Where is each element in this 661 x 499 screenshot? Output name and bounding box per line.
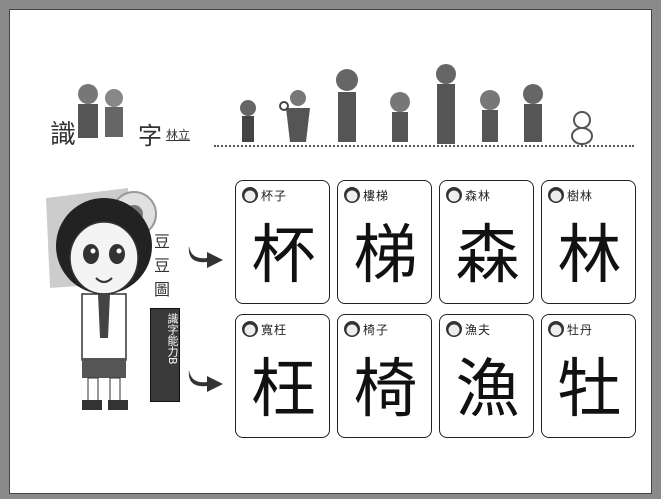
card-character: 椅: [353, 353, 418, 427]
student-face-icon: [548, 321, 564, 337]
card-word: 椅子: [363, 323, 390, 337]
girl-figure-icon: [390, 92, 410, 142]
mascot-label-3: 圖: [153, 280, 170, 299]
char-card-row1-2[interactable]: 樓梯 梯: [337, 180, 432, 304]
card-character: 漁: [455, 353, 520, 427]
title-char-1: 識: [50, 120, 77, 150]
arrow-row2-icon: [188, 370, 223, 392]
badge-text: 識字能力B: [166, 313, 179, 365]
woman-figure-icon: [336, 69, 358, 142]
char-card-row1-1[interactable]: 杯子 杯: [235, 180, 330, 304]
boy-figure-icon: [480, 90, 500, 142]
title-banner: 識 字 林立: [42, 60, 642, 150]
teddy-bear-icon: [571, 111, 593, 145]
char-card-row1-3[interactable]: 森林 森: [439, 180, 534, 304]
literacy-level-badge: 識字能力B: [150, 308, 180, 402]
title-subtitle: 林立: [166, 128, 191, 142]
student-face-icon: [242, 321, 258, 337]
student-face-icon: [548, 187, 564, 203]
card-word: 杯子: [261, 189, 288, 203]
char-card-row2-2[interactable]: 椅子 椅: [337, 314, 432, 438]
card-word: 樹林: [567, 189, 594, 203]
card-word: 樓梯: [363, 189, 390, 203]
arrow-row1-icon: [188, 246, 223, 268]
char-card-row2-3[interactable]: 漁夫 漁: [439, 314, 534, 438]
child-figure-icon: [240, 100, 256, 142]
title-char-2: 字: [138, 122, 162, 150]
dancer-figure-icon: [279, 90, 310, 142]
card-character: 杯: [251, 219, 316, 293]
card-character: 森: [455, 219, 520, 293]
card-character: 林: [557, 219, 622, 293]
family-figures-icon: [78, 84, 123, 138]
student-face-icon: [344, 321, 360, 337]
card-word: 漁夫: [465, 323, 492, 337]
grandma-figure-icon: [523, 84, 543, 142]
card-character: 枉: [251, 353, 316, 427]
char-card-row2-1[interactable]: 寬枉 枉: [235, 314, 330, 438]
mascot-label-1: 豆: [153, 232, 170, 251]
card-character: 梯: [353, 219, 418, 293]
mascot-girl-illustration: [46, 188, 157, 410]
card-character: 牡: [557, 353, 622, 427]
card-word: 寬枉: [261, 323, 288, 337]
student-face-icon: [344, 187, 360, 203]
card-word: 森林: [465, 189, 492, 203]
mascot-label-2: 豆: [153, 256, 170, 275]
char-card-row1-4[interactable]: 樹林 林: [541, 180, 636, 304]
student-face-icon: [446, 321, 462, 337]
student-face-icon: [446, 187, 462, 203]
card-word: 牡丹: [567, 323, 594, 337]
student-face-icon: [242, 187, 258, 203]
dotted-baseline: [214, 145, 634, 147]
char-card-row2-4[interactable]: 牡丹 牡: [541, 314, 636, 438]
man-figure-icon: [436, 64, 456, 144]
